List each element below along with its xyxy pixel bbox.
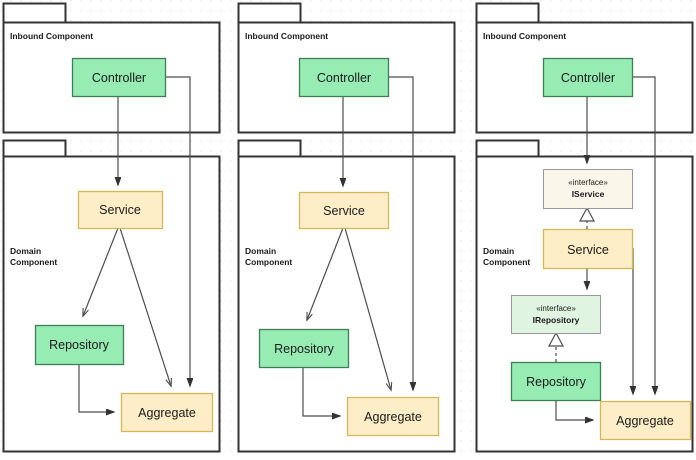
edge-repository-to-aggregate [78,364,114,412]
package-tab [237,2,302,24]
package-label-line2: Component [10,257,57,267]
node-controller-3[interactable]: Controller [542,57,634,98]
edge-repository-to-aggregate [555,400,593,420]
package-tab [2,2,67,24]
interface-name: IService [572,189,605,199]
node-box [346,396,440,437]
node-repository-1[interactable]: Repository [34,324,125,366]
node-repository-3[interactable]: Repository [510,361,602,402]
package-label-line1: Domain [10,246,41,256]
node-iservice-3[interactable]: «interface» IService [543,169,633,209]
node-box [298,191,390,230]
package-tab [2,139,67,158]
node-label: Service [323,204,365,218]
node-box [77,190,164,230]
node-box [298,57,390,98]
node-label: Aggregate [616,414,674,428]
edge-controller-to-aggregate [165,76,190,386]
node-label: Repository [49,338,109,352]
package-tab [475,139,540,158]
node-box [542,228,634,270]
node-label: Aggregate [138,406,196,420]
interface-stereotype: «interface» [536,304,576,313]
realization-triangle-irepository [547,331,565,347]
edge-controller-to-aggregate [388,76,413,390]
node-label: Controller [561,71,615,85]
panel-1: Inbound Component Domain Component Contr… [2,2,221,453]
edges-2 [302,76,413,416]
package-tab [237,139,302,158]
interface-name: IRepository [533,315,580,325]
node-service-2[interactable]: Service [298,191,390,230]
node-irepository-3[interactable]: «interface» IRepository [511,295,601,334]
node-label: Aggregate [364,410,422,424]
node-box [120,392,214,433]
node-box [511,295,601,334]
node-label: Controller [92,71,146,85]
node-aggregate-1[interactable]: Aggregate [120,392,214,433]
edge-repository-to-aggregate [302,367,340,416]
node-label: Repository [526,375,586,389]
panel-2: Inbound Component Domain Component Contr… [237,2,456,453]
node-label: Service [567,243,609,257]
package-label-line2: Component [245,257,292,267]
interface-stereotype: «interface» [568,178,608,187]
node-box [599,400,692,441]
node-aggregate-2[interactable]: Aggregate [346,396,440,437]
package-label-line1: Domain [245,246,276,256]
edge-service-to-repository [307,227,344,320]
edge-service-to-aggregate [344,227,391,390]
package-label: Inbound Component [483,31,566,41]
node-box [543,169,633,209]
node-service-3[interactable]: Service [542,228,634,270]
node-repository-2[interactable]: Repository [258,328,350,369]
package-tab [475,2,540,24]
node-controller-1[interactable]: Controller [71,57,167,98]
node-label: Service [99,203,141,217]
package-label: Inbound Component [10,31,93,41]
node-service-1[interactable]: Service [77,190,164,230]
realization-triangle-iservice [578,206,596,222]
node-box [71,57,167,98]
package-label-line2: Component [483,257,530,267]
node-box [510,361,602,402]
node-box [542,57,634,98]
node-box [258,328,350,369]
node-controller-2[interactable]: Controller [298,57,390,98]
edge-controller-to-aggregate [632,76,655,394]
package-label-line1: Domain [483,246,514,256]
package-label: Inbound Component [245,31,328,41]
node-box [34,324,125,366]
node-label: Controller [317,71,371,85]
edge-service-to-aggregate [119,227,171,386]
node-aggregate-3[interactable]: Aggregate [599,400,692,441]
edges-1 [78,76,190,412]
edge-service-to-repository [83,227,119,316]
panel-3: Inbound Component Domain Component Contr… [475,2,694,453]
node-label: Repository [274,342,334,356]
